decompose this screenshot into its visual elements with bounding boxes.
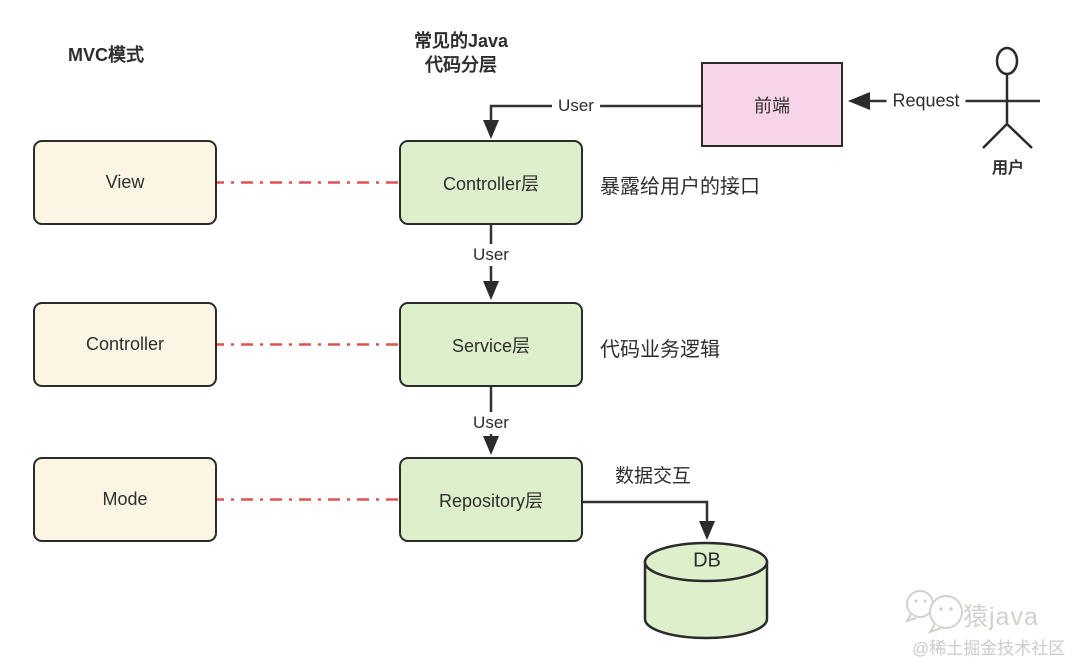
mvc-box-view-label: View	[105, 172, 145, 192]
user-actor-label: 用户	[991, 160, 1025, 177]
layer-box-repository: Repository层	[399, 457, 583, 542]
controller-layer-annotation: 暴露给用户的接口	[600, 176, 760, 198]
layer-box-service: Service层	[399, 302, 583, 387]
mvc-box-controller-label: Controller	[85, 334, 165, 354]
java-layers-title: 常见的Java 代码分层	[396, 29, 526, 77]
frontend-box: 前端	[701, 62, 843, 147]
layer-box-controller: Controller层	[399, 140, 583, 225]
mvc-box-mode-label: Mode	[102, 489, 148, 509]
layer-box-controller-label: Controller层	[442, 173, 540, 194]
java-layers-title-line1: 常见的Java	[413, 31, 509, 51]
service-to-repository-label: User	[467, 412, 515, 434]
layer-box-service-label: Service层	[451, 335, 531, 356]
service-layer-annotation: 代码业务逻辑	[600, 339, 720, 361]
frontend-to-controller-label: User	[552, 95, 600, 117]
user-actor-icon	[982, 46, 1033, 149]
controller-to-service-label: User	[467, 244, 515, 266]
mvc-box-controller: Controller	[33, 302, 217, 387]
repository-to-db-arrow	[583, 500, 715, 540]
frontend-to-controller-arrow	[483, 104, 701, 139]
java-layers-title-line2: 代码分层	[425, 55, 497, 75]
mvc-pattern-title: MVC模式	[68, 45, 144, 65]
mvc-box-mode: Mode	[33, 457, 217, 542]
mvc-box-view: View	[33, 140, 217, 225]
db-label: DB	[693, 549, 721, 572]
frontend-box-label: 前端	[754, 95, 790, 116]
watermark-community: @稀土掘金技术社区	[912, 639, 1066, 658]
request-label: Request	[886, 89, 966, 113]
layer-box-repository-label: Repository层	[438, 490, 544, 511]
watermark-brand: 猿java	[963, 603, 1039, 631]
wechat-logo-icon	[904, 590, 963, 634]
db-interaction-annotation: 数据交互	[615, 466, 692, 487]
db-cylinder	[643, 541, 769, 640]
